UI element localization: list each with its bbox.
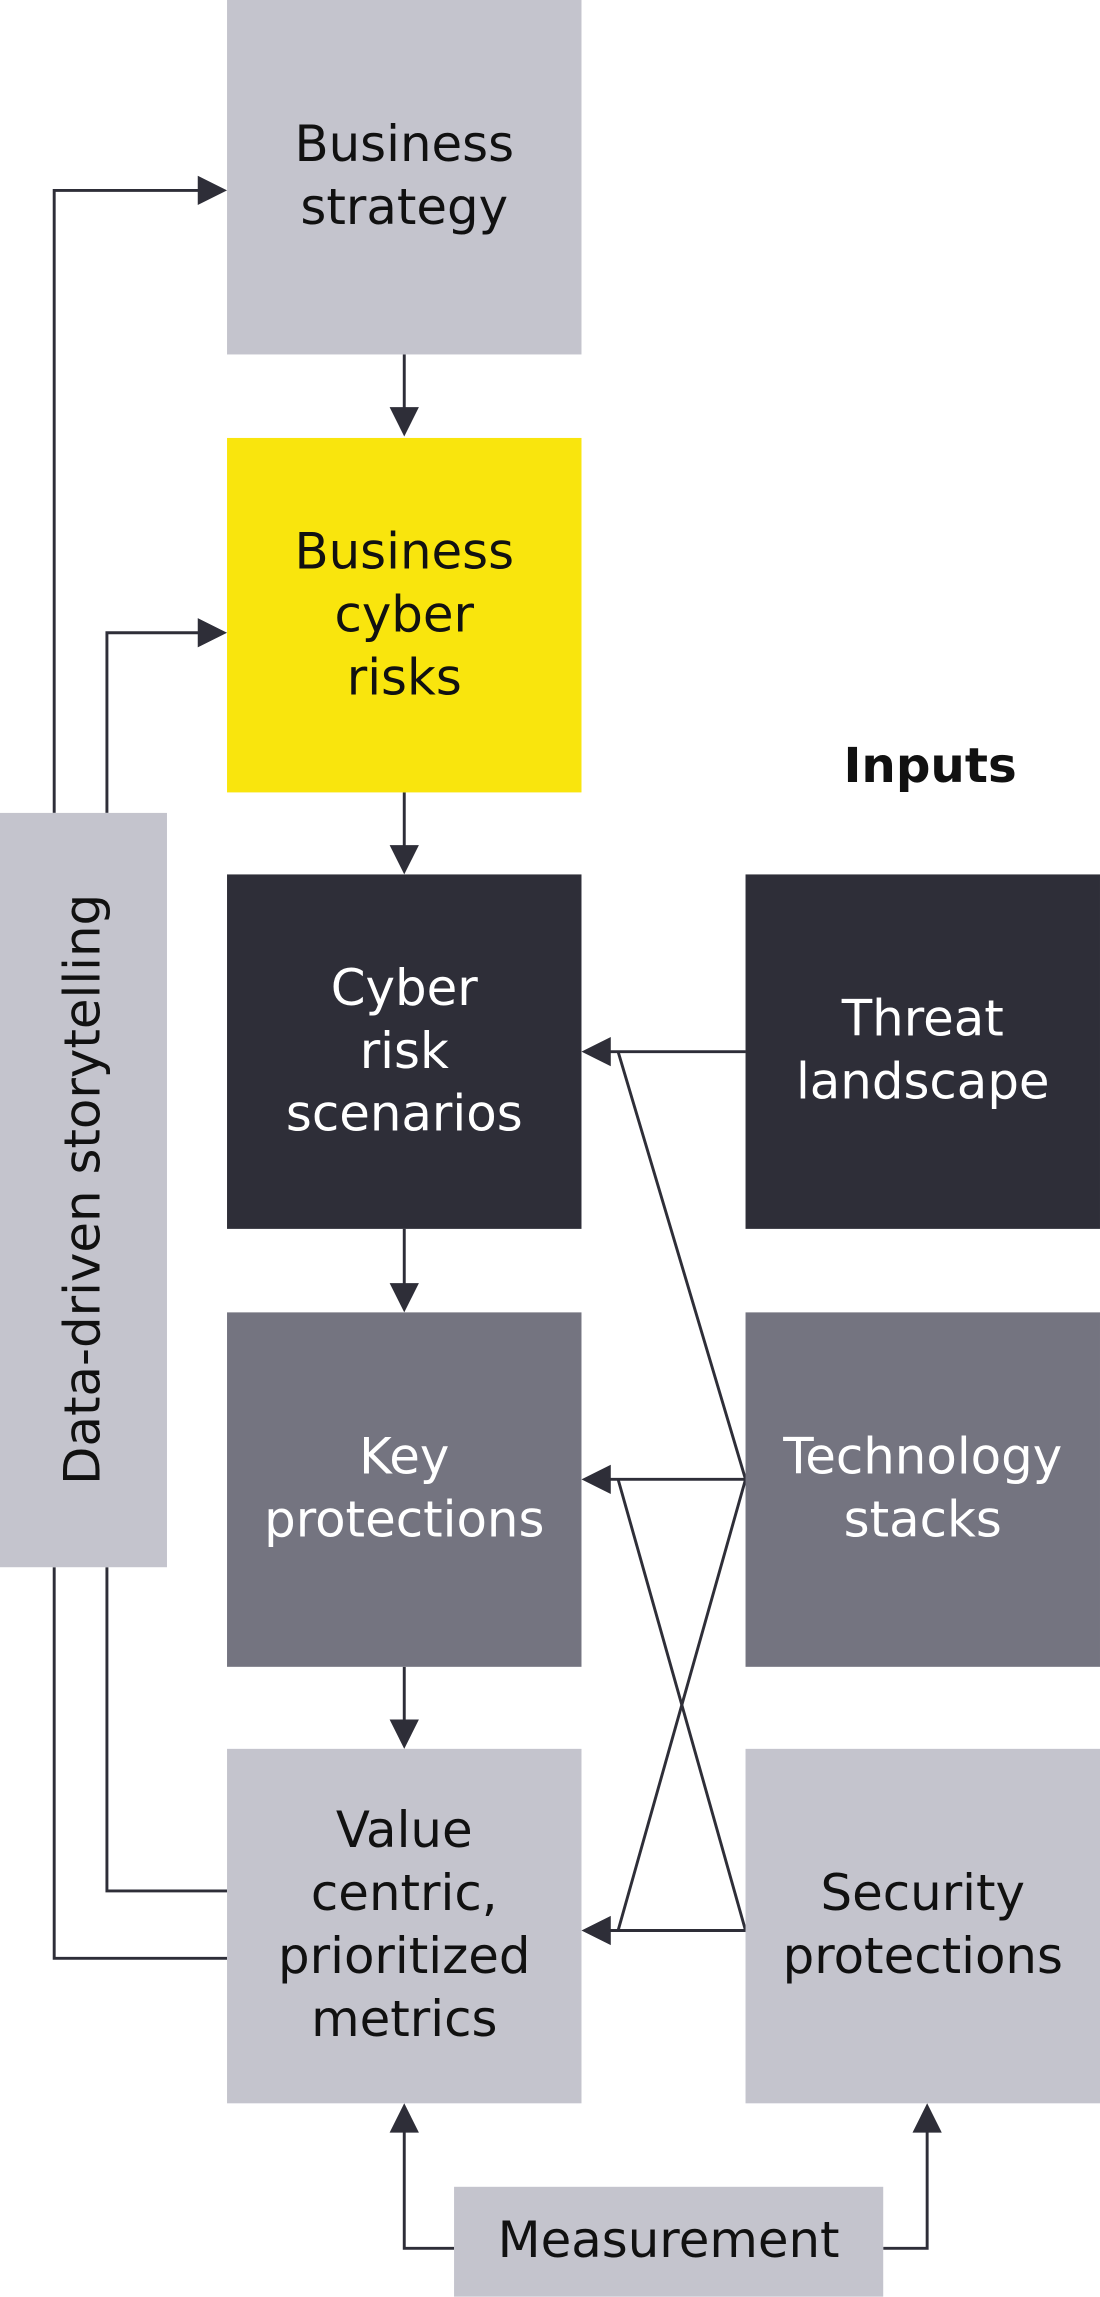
business-cyber-risks-box: Business cyber risks [227, 437, 582, 793]
cross-line-3 [616, 1478, 747, 1931]
business-strategy-box: Business strategy [227, 0, 582, 355]
arrow-storytelling-to-strategy [52, 183, 222, 813]
storytelling-label: Data-driven storytelling [54, 893, 113, 1485]
threat-landscape-box: Threat landscape [745, 874, 1100, 1229]
inputs-label: Inputs [843, 736, 1017, 794]
security-protections-box: Security protections [745, 1748, 1100, 2104]
cyber-risk-scenarios-box: Cyber risk scenarios [227, 874, 582, 1229]
key-protections-box: Key protections [227, 1312, 582, 1667]
value-metrics-box: Value centric, prioritized metrics [227, 1748, 582, 2104]
arrow-measurement-to-security [883, 2113, 929, 2250]
cross-line-1 [616, 1051, 747, 1480]
line-metrics-to-storytelling-outer [52, 1567, 228, 1960]
measurement-box: Measurement [454, 2186, 884, 2297]
technology-stacks-box: Technology stacks [745, 1312, 1100, 1667]
line-metrics-to-storytelling-inner [105, 1567, 228, 1893]
storytelling-bar: Data-driven storytelling [0, 812, 167, 1568]
arrow-measurement-to-metrics [402, 2113, 455, 2250]
arrow-storytelling-to-risks [105, 631, 220, 813]
